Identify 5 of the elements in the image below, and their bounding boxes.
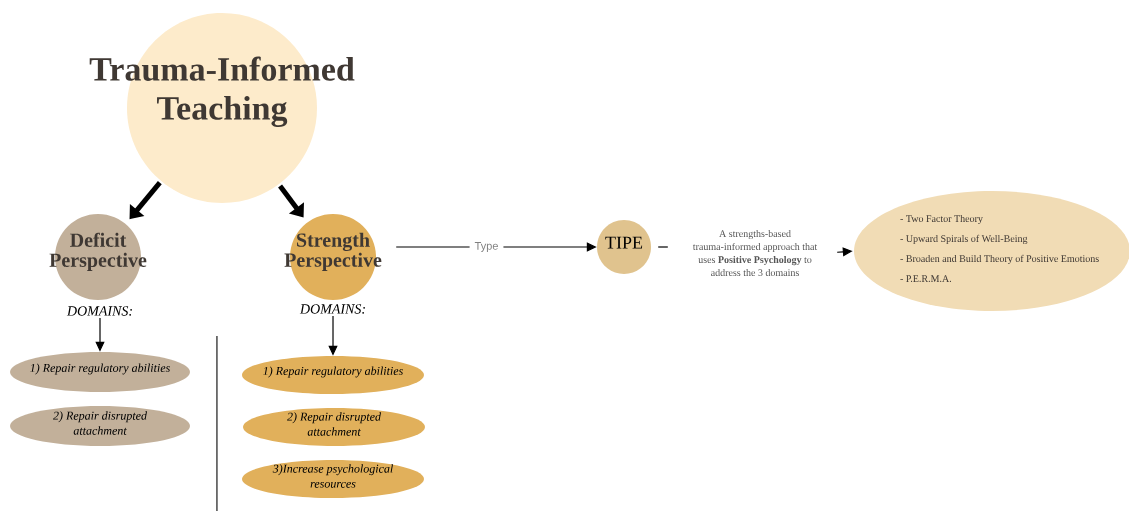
domains-heading: DOMAINS: [66,306,132,316]
arrow [278,184,304,218]
description-text: A strengths-based trauma-informed approach that uses Positive Psychology to address the 3 domains [692,230,818,276]
domains-heading: DOMAINS: [299,304,365,314]
edge-label: Type [469,237,504,257]
